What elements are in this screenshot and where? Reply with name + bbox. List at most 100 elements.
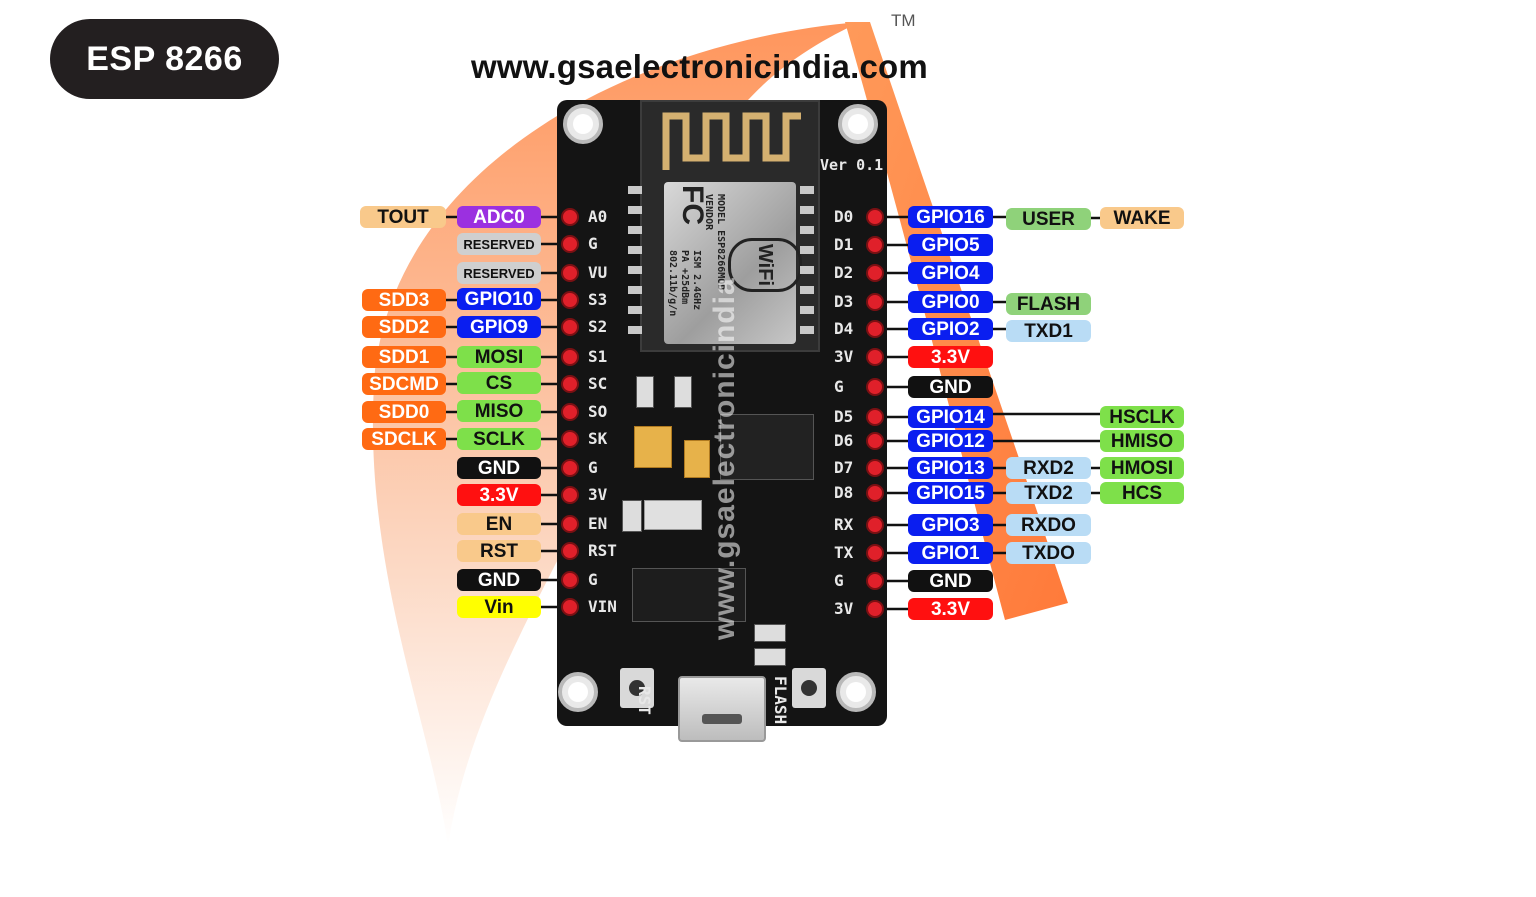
website-url: www.gsaelectronicindia.com (471, 48, 928, 85)
pin-label-hmiso: HMISO (1100, 430, 1184, 452)
castellation-pad (628, 266, 642, 274)
pin-pad-right (866, 320, 884, 338)
pin-label-sdcmd: SDCMD (362, 373, 446, 395)
module-text-1: MODEL ESP8266MOD (715, 194, 726, 291)
castellation-pad (800, 266, 814, 274)
pin-pad-right (866, 348, 884, 366)
pin-label-user: USER (1006, 208, 1091, 230)
micro-usb-port[interactable] (678, 676, 766, 742)
pin-label-hsclk: HSCLK (1100, 406, 1184, 428)
pin-silk-left: VIN (588, 597, 617, 616)
pin-silk-left: A0 (588, 207, 608, 226)
pin-silk-right: D0 (834, 207, 854, 226)
pin-label-txd1: TXD1 (1006, 320, 1091, 342)
pin-pad-right (866, 264, 884, 282)
pin-pad-left (561, 291, 579, 309)
smd-resistor (622, 500, 642, 532)
trademark-mark: TM (891, 11, 916, 30)
pin-label-miso: MISO (457, 400, 541, 422)
pin-silk-left: SC (588, 374, 608, 393)
pin-label-gpio9: GPIO9 (457, 316, 541, 338)
pin-pad-left (561, 542, 579, 560)
pin-silk-right: G (834, 571, 844, 590)
capacitor (634, 426, 672, 468)
pin-label-gnd: GND (457, 457, 541, 479)
pin-label-en: EN (457, 513, 541, 535)
rst-button[interactable] (620, 668, 654, 708)
pin-label-hcs: HCS (1100, 482, 1184, 504)
module-text-3: ISM 2.4GHz (691, 250, 702, 311)
castellation-pad (800, 326, 814, 334)
pin-label-wake: WAKE (1100, 207, 1184, 229)
module-text-2: VENDOR (703, 194, 714, 231)
pin-label-reserved: RESERVED (457, 262, 541, 284)
pin-silk-right: D4 (834, 319, 854, 338)
pin-pad-right (866, 432, 884, 450)
pin-pad-right (866, 516, 884, 534)
pin-silk-right: D8 (834, 483, 854, 502)
mounting-hole-bottom-left (558, 672, 598, 712)
pin-silk-left: S2 (588, 317, 608, 336)
pin-pad-left (561, 318, 579, 336)
pin-silk-left: 3V (588, 485, 608, 504)
pin-pad-right (866, 459, 884, 477)
watermark: www.gsaelectronicindia (708, 277, 741, 640)
pin-pad-right (866, 208, 884, 226)
pin-silk-right: RX (834, 515, 854, 534)
pin-pad-left (561, 515, 579, 533)
usb-serial-chip (632, 568, 746, 622)
pin-label-3-3v: 3.3V (908, 346, 993, 368)
castellation-pad (800, 186, 814, 194)
pin-label-sdclk: SDCLK (362, 428, 446, 450)
pin-label-3-3v: 3.3V (457, 484, 541, 506)
castellation-pad (800, 306, 814, 314)
smd-resistor (674, 376, 692, 408)
pin-pad-left (561, 459, 579, 477)
pin-silk-left: EN (588, 514, 608, 533)
castellation-pad (628, 246, 642, 254)
pin-label-mosi: MOSI (457, 346, 541, 368)
module-text-5: 802.11b/g/n (667, 250, 678, 317)
pin-label-cs: CS (457, 372, 541, 394)
pin-silk-right: D1 (834, 235, 854, 254)
pin-label-sclk: SCLK (457, 428, 541, 450)
pin-silk-left: SO (588, 402, 608, 421)
pin-label-flash: FLASH (1006, 293, 1091, 315)
pin-pad-left (561, 598, 579, 616)
pin-silk-left: G (588, 234, 598, 253)
pin-silk-right: D3 (834, 292, 854, 311)
pin-silk-left: RST (588, 541, 617, 560)
pin-pad-left (561, 403, 579, 421)
pin-silk-right: TX (834, 543, 854, 562)
pin-silk-right: 3V (834, 347, 854, 366)
pin-label-gpio14: GPIO14 (908, 406, 993, 428)
pin-label-gpio1: GPIO1 (908, 542, 993, 564)
pin-label-sdd2: SDD2 (362, 316, 446, 338)
pin-label-vin: Vin (457, 596, 541, 618)
smd-resistor (636, 376, 654, 408)
pin-label-gpio2: GPIO2 (908, 318, 993, 340)
pin-label-gpio13: GPIO13 (908, 457, 993, 479)
pin-silk-left: VU (588, 263, 608, 282)
pin-label-txdo: TXDO (1006, 542, 1091, 564)
pin-pad-left (561, 208, 579, 226)
pin-label-hmosi: HMOSI (1100, 457, 1184, 479)
castellation-pad (800, 206, 814, 214)
flash-button[interactable] (792, 668, 826, 708)
castellation-pad (628, 326, 642, 334)
mounting-hole-top-left (563, 104, 603, 144)
castellation-pad (628, 206, 642, 214)
pin-silk-left: SK (588, 429, 608, 448)
castellation-pad (628, 226, 642, 234)
castellation-pad (800, 246, 814, 254)
pin-label-gpio15: GPIO15 (908, 482, 993, 504)
pin-label-tout: TOUT (360, 206, 446, 228)
crystal (644, 500, 702, 530)
pin-pad-left (561, 348, 579, 366)
pin-silk-left: S3 (588, 290, 608, 309)
castellation-pad (628, 186, 642, 194)
pin-label-reserved: RESERVED (457, 233, 541, 255)
flash-button-label: FLASH (771, 676, 790, 725)
smd-resistor (754, 648, 786, 666)
pin-label-3-3v: 3.3V (908, 598, 993, 620)
